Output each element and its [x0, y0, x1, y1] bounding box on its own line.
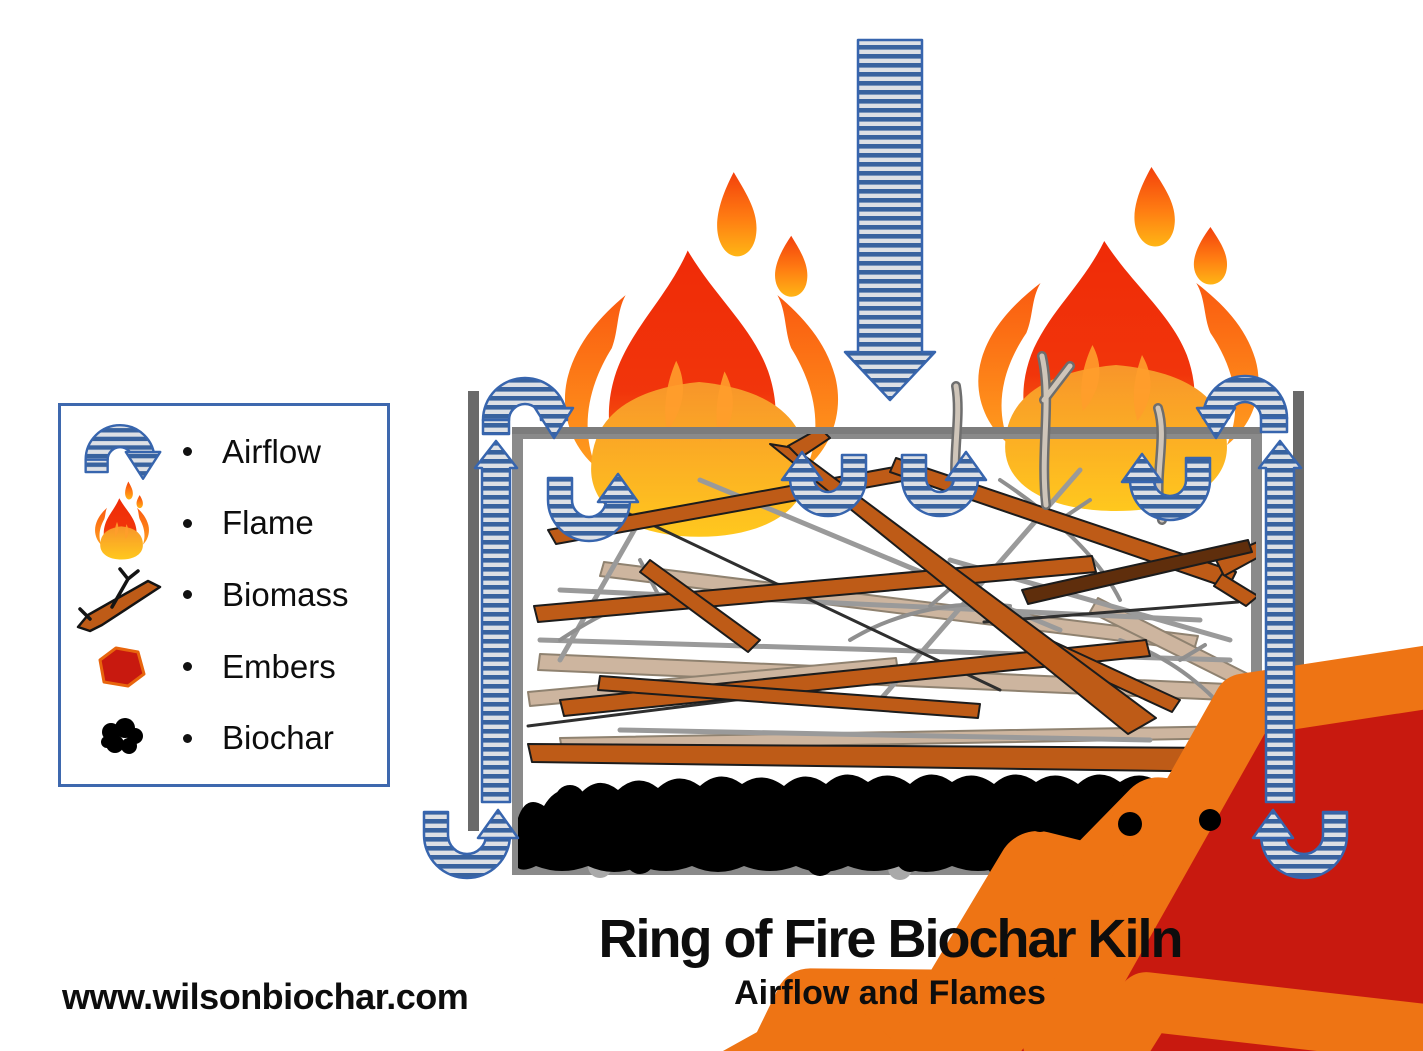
ember-icon: [98, 646, 146, 688]
legend-item-airflow: Airflow: [61, 417, 387, 487]
biochar-front-clumps: [577, 808, 1221, 837]
inner-circulation-arrow-1: [546, 472, 640, 543]
legend-bullet: [183, 447, 192, 457]
outer-wall-right: [1293, 391, 1304, 831]
left-rim-overflow-arrow: [481, 376, 575, 440]
legend-bullet: [183, 733, 192, 743]
kiln-top-rim: [512, 427, 1262, 434]
legend-bullet: [183, 662, 192, 672]
downdraft-arrow: [843, 38, 937, 402]
right-rim-overflow-arrow: [1195, 374, 1289, 440]
right-gap-updraft-arrow: [1257, 439, 1303, 804]
legend-label-biochar: Biochar: [222, 719, 334, 757]
inner-circulation-arrow-4: [1120, 452, 1212, 522]
website-url: www.wilsonbiochar.com: [62, 976, 469, 1017]
inner-circulation-arrow-2: [780, 450, 868, 518]
legend-label-biomass: Biomass: [222, 575, 349, 613]
right-flame: [978, 167, 1259, 511]
left-gap-updraft-arrow: [473, 439, 519, 804]
legend-item-biomass: Biomass: [61, 560, 387, 633]
branch-icon: [76, 567, 162, 633]
inner-circulation-arrow-3: [900, 450, 988, 518]
legend-bullet: [183, 590, 192, 600]
legend-bullet: [183, 518, 192, 528]
airflow-arch-arrow-icon: [84, 423, 162, 480]
diagram-title: Ring of Fire Biochar Kiln: [598, 909, 1183, 969]
right-base-intake-arrow: [1251, 808, 1349, 880]
legend: Airflow Flame Biomass Embers: [58, 403, 390, 787]
legend-label-flame: Flame: [222, 504, 314, 542]
legend-item-embers: Embers: [61, 632, 387, 702]
biochar-icon: [101, 718, 143, 755]
legend-item-biochar: Biochar: [61, 703, 387, 773]
outer-wall-left: [468, 391, 479, 831]
legend-label-embers: Embers: [222, 647, 336, 685]
legend-label-airflow: Airflow: [222, 432, 322, 470]
flame-icon: [95, 481, 149, 560]
biomass-pile: [526, 434, 1256, 773]
legend-item-flame: Flame: [61, 481, 387, 560]
diagram-subtitle: Airflow and Flames: [734, 974, 1046, 1012]
left-base-intake-arrow: [422, 808, 520, 880]
